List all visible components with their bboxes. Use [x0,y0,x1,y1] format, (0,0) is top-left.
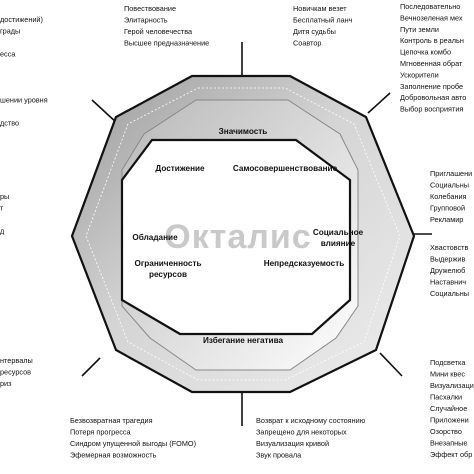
connector-lines [81,42,432,426]
technique-item-right-mid1: Групповой [430,204,465,213]
technique-item-bottom-left: Синдром упущенной выгоды (FOMO) [70,439,196,448]
technique-item-right-top: Мгновенная обрат [400,59,463,68]
technique-item-left-top: дство [0,119,19,128]
technique-item-left-top: достижений) [0,15,43,24]
connector-upper-left [91,99,119,125]
technique-item-right-top: Вечнозеленая мех [400,13,463,22]
watermark-text: Окталис [164,218,311,256]
technique-lists: достижений) грады есса шении уровня дство ры т… [0,2,474,460]
technique-item-right-top: Пути земли [400,25,439,34]
technique-item-top-right: Бесплатный ланч [293,16,353,25]
technique-item-left-bottom: риз [0,379,12,388]
drive-top-label: Значимость [219,127,268,136]
connector-lower-left [81,357,101,377]
drive-lower-left-label-line2: ресурсов [149,270,187,279]
technique-item-right-bottom: Визуализаци [430,381,474,390]
technique-item-right-top: Ускорители [400,70,439,79]
technique-item-left-mid: д [0,227,5,236]
drive-lower-left-label-line1: Ограниченность [135,259,202,268]
drive-lower-right-label: Непредсказуемость [264,259,345,268]
inner-octagon [120,138,352,336]
technique-item-right-mid1: Колебания [430,192,467,201]
technique-item-left-bottom: ресурсов [0,368,31,377]
technique-item-top-left: Элитарность [124,16,168,25]
technique-item-bottom-left: Потеря прогресса [70,428,132,437]
drive-upper-left-label: Достижение [155,164,205,173]
technique-item-right-bottom: Случайное [430,404,467,413]
technique-item-right-mid2: Хвастовств [430,243,468,252]
technique-item-right-bottom: Мини квес [430,370,465,379]
technique-item-right-top: Контроль в реальн [400,36,464,45]
technique-item-right-mid2: Наставнич [430,278,466,287]
drive-bottom-label: Избегание негатива [203,335,284,345]
technique-item-right-mid2: Дружелюб [430,266,465,275]
technique-item-right-bottom: Пасхалки [430,393,462,402]
technique-item-left-bottom: нтервалы [0,356,33,365]
connector-upper-right [367,92,391,114]
technique-item-right-bottom: Эффект обр [430,450,472,459]
technique-item-right-mid2: Социальны [430,289,469,298]
technique-item-right-top: Последовательно [400,2,460,11]
technique-item-right-bottom: Приложени [430,416,469,425]
technique-item-bottom-left: Эфемерная возможность [70,451,157,460]
technique-item-left-top: есса [0,50,16,59]
technique-item-right-top: Добровольная авто [400,93,466,102]
technique-item-left-top: шении уровня [0,96,48,105]
technique-item-right-bottom: Подсветка [430,358,466,367]
technique-item-right-bottom: Внезапные [430,439,467,448]
drive-right-label-line2: влияние [321,239,356,248]
technique-item-right-mid2: Выдержив [430,255,465,264]
connector-lower-right [379,352,403,377]
technique-item-bottom-right: Визуализация кривой [256,439,329,448]
technique-item-right-top: Цепочка комбо [400,48,451,57]
technique-item-bottom-right: Запрещено для некоторых [256,428,347,437]
technique-item-top-right: Соавтор [293,39,321,48]
technique-item-top-right: Новичкам везет [293,4,347,13]
technique-item-bottom-left: Безвозвратная трагедия [70,416,153,425]
technique-item-top-left: Повествование [124,4,176,13]
technique-item-right-top: Заполнение пробе [400,82,463,91]
technique-item-top-right: Дитя судьбы [293,27,336,36]
technique-item-left-top: грады [0,27,20,36]
technique-item-right-mid1: Социальны [430,181,469,190]
technique-item-right-bottom: Озорство [430,427,462,436]
technique-item-right-top: Выбор восприятия [400,105,463,114]
technique-item-bottom-right: Возврат к исходному состоянию [256,416,366,425]
drive-right-label-line1: Социальное [313,228,364,237]
technique-item-left-mid: т [0,204,4,213]
technique-item-left-mid: ры [0,192,9,201]
drive-left-label: Обладание [132,232,178,242]
technique-item-bottom-right: Звук провала [256,451,302,460]
technique-item-right-mid1: Приглашени [430,169,472,178]
technique-item-top-left: Герой человечества [124,27,193,36]
technique-item-top-left: Высшее предназначение [124,39,209,48]
guide-octagon [85,87,401,381]
drive-upper-right-label: Самосовершенствование [233,164,338,173]
technique-item-right-mid1: Рекламир [430,215,463,224]
